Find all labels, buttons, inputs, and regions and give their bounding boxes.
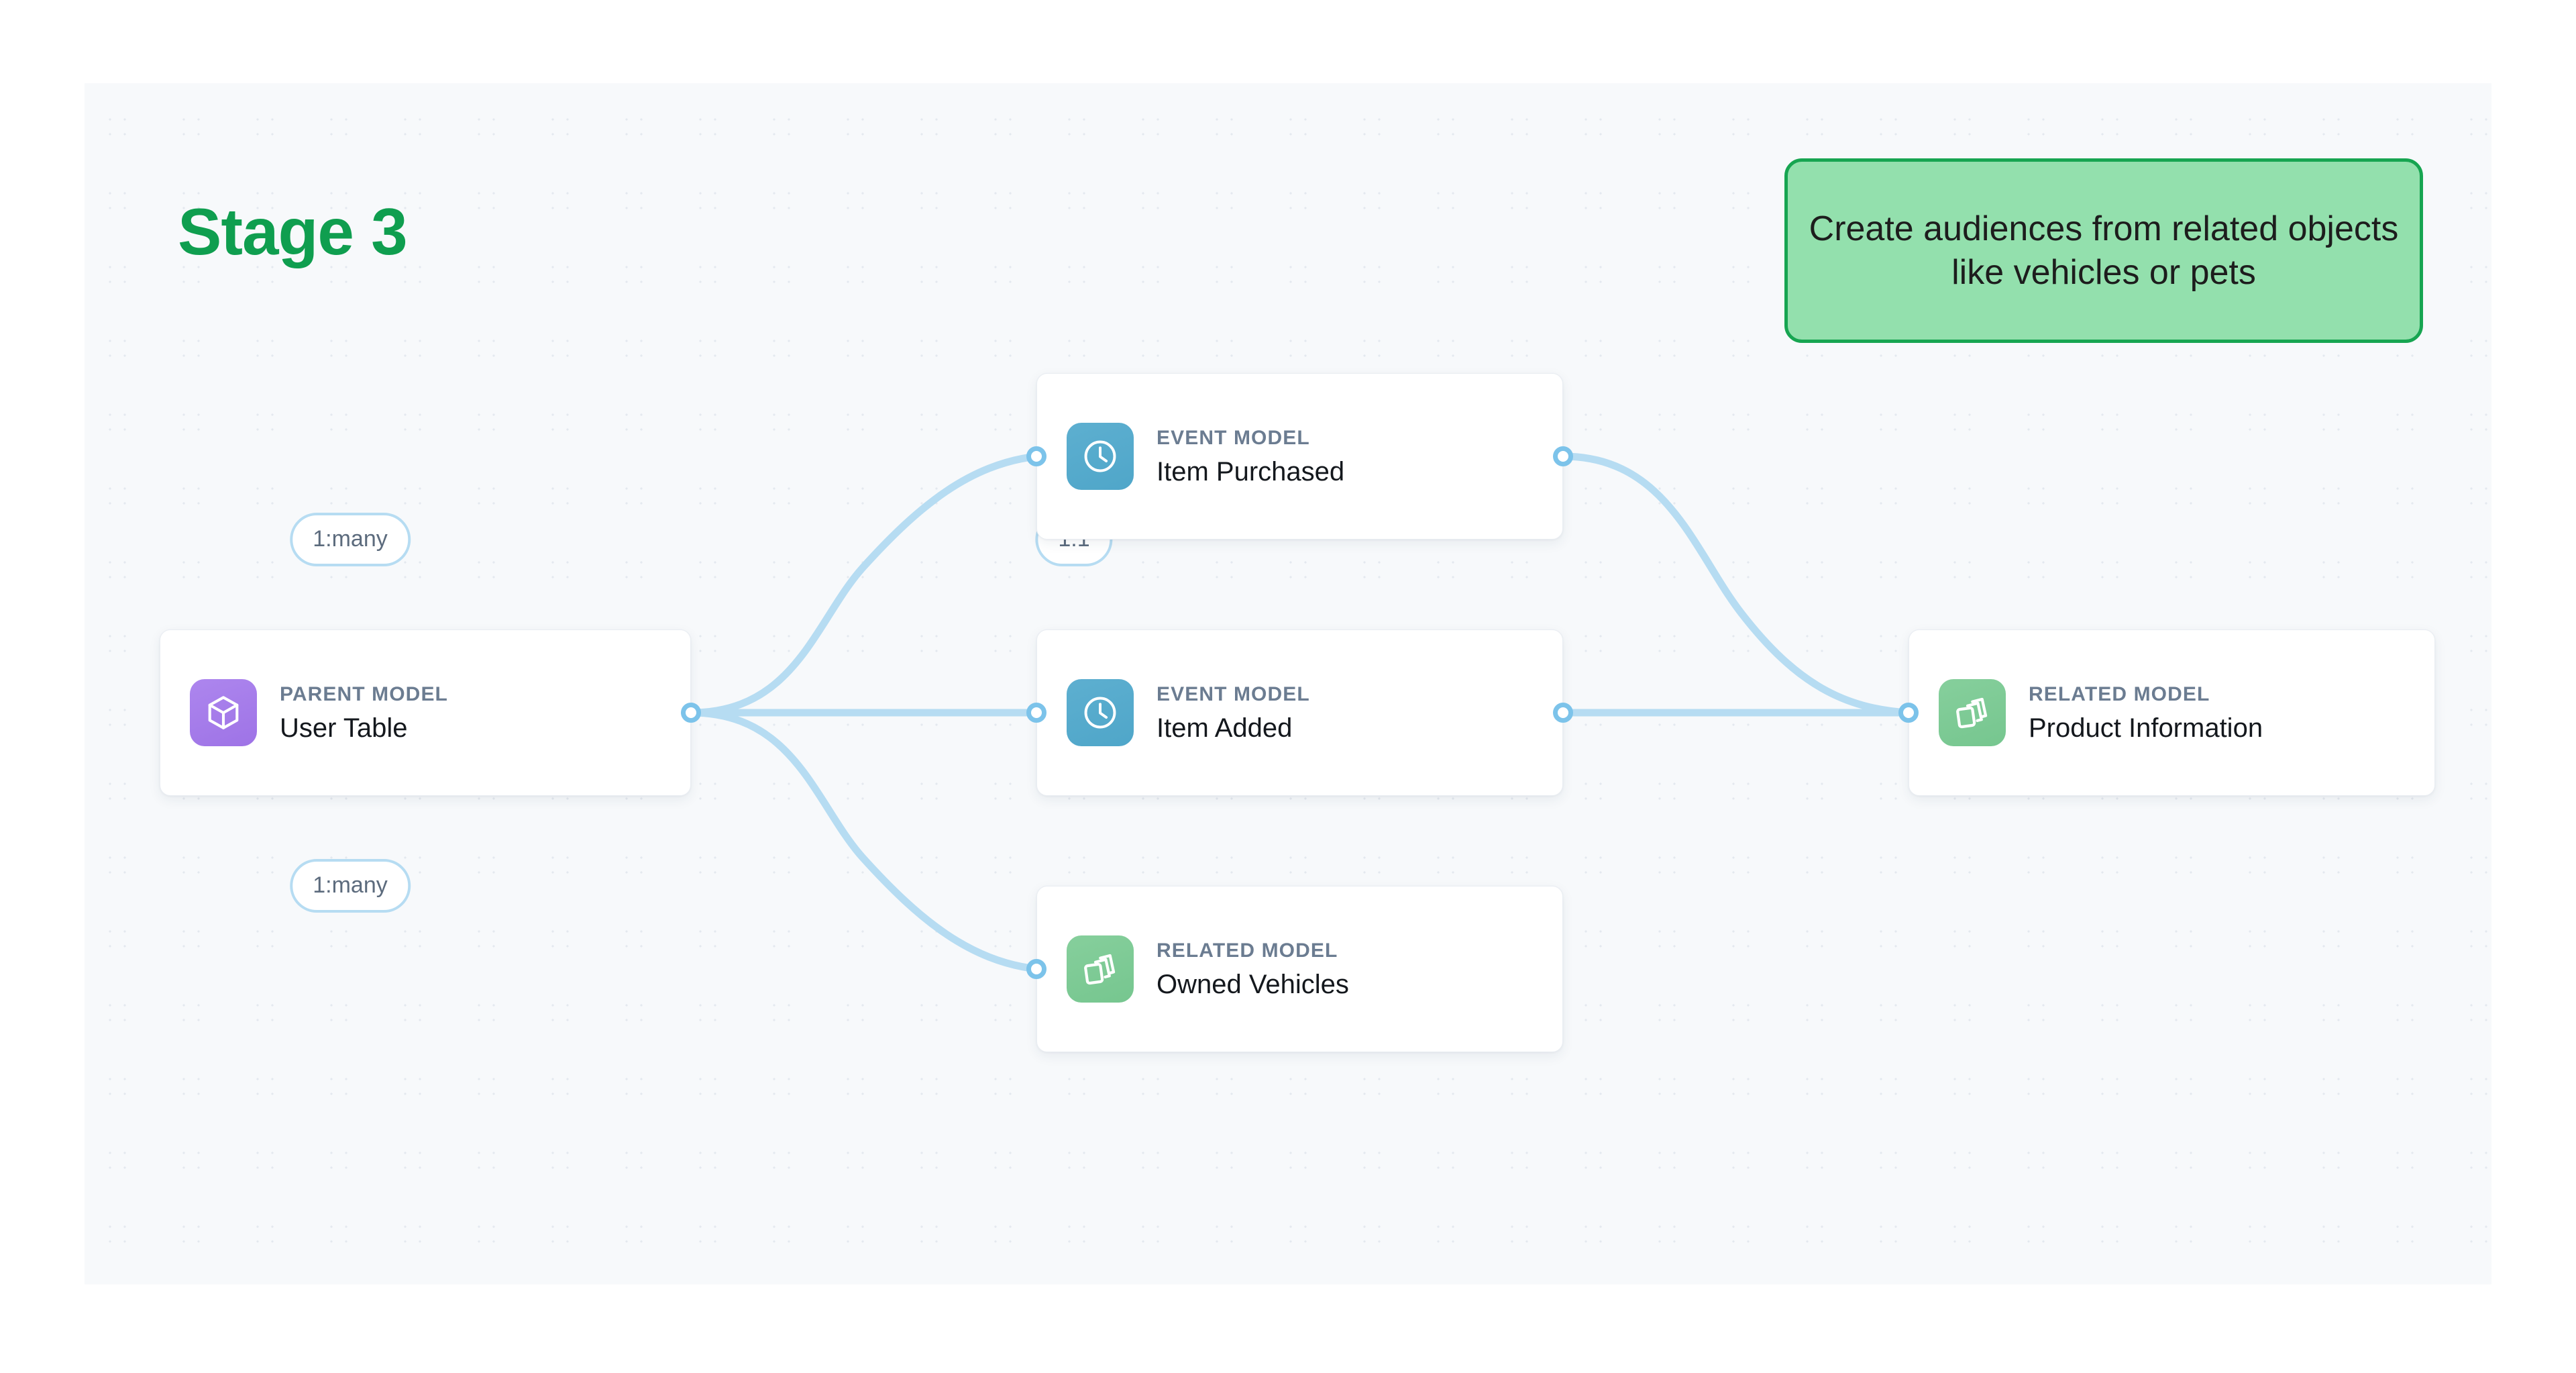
node-kicker-owned-vehicles: RELATED MODEL: [1157, 939, 1338, 962]
node-kicker-item-added: EVENT MODEL: [1157, 682, 1310, 705]
layers-icon: [1939, 679, 2006, 746]
edge-user-table-item-purchased: [687, 452, 1040, 717]
port-item-purchased-out[interactable]: [1553, 446, 1573, 466]
node-card-item-purchased[interactable]: EVENT MODEL Item Purchased: [1036, 373, 1563, 540]
page-title: Stage 3: [178, 195, 408, 268]
node-name-product-information: Product Information: [2029, 713, 2263, 743]
node-name-item-added: Item Added: [1157, 713, 1293, 743]
edge-item-purchased-product-information: [1559, 452, 1913, 717]
port-product-information-in[interactable]: [1898, 703, 1919, 723]
callout-note: Create audiences from related objects li…: [1784, 158, 2423, 343]
port-user-table-out[interactable]: [681, 703, 701, 723]
node-kicker-product-information: RELATED MODEL: [2029, 682, 2210, 705]
node-kicker-user-table: PARENT MODEL: [280, 682, 448, 705]
node-card-user-table[interactable]: PARENT MODEL User Table: [160, 629, 691, 796]
edge-user-table-owned-vehicles: [687, 709, 1040, 973]
node-card-owned-vehicles[interactable]: RELATED MODEL Owned Vehicles: [1036, 886, 1563, 1052]
node-name-user-table: User Table: [280, 713, 408, 743]
node-card-item-added[interactable]: EVENT MODEL Item Added: [1036, 629, 1563, 796]
cube-icon: [190, 679, 257, 746]
clock-icon: [1067, 679, 1134, 746]
edge-label-user-table-owned-vehicles[interactable]: 1:many: [290, 859, 411, 913]
clock-icon: [1067, 423, 1134, 490]
port-item-added-out[interactable]: [1553, 703, 1573, 723]
port-item-purchased-in[interactable]: [1026, 446, 1046, 466]
node-name-owned-vehicles: Owned Vehicles: [1157, 969, 1349, 999]
node-card-product-information[interactable]: RELATED MODEL Product Information: [1909, 629, 2435, 796]
node-name-item-purchased: Item Purchased: [1157, 456, 1345, 487]
callout-text: Create audiences from related objects li…: [1809, 209, 2399, 292]
port-owned-vehicles-in[interactable]: [1026, 959, 1046, 979]
edge-label-user-table-item-purchased[interactable]: 1:many: [290, 513, 411, 566]
port-item-added-in[interactable]: [1026, 703, 1046, 723]
layers-icon: [1067, 935, 1134, 1003]
node-kicker-item-purchased: EVENT MODEL: [1157, 426, 1310, 449]
